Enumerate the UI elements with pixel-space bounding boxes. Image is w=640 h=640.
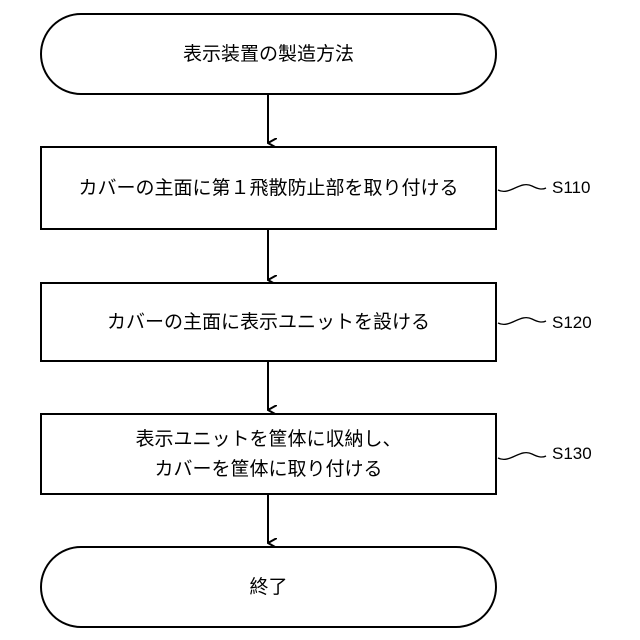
process-step-s110-label: カバーの主面に第１飛散防止部を取り付ける [78,173,458,203]
process-step-s130: 表示ユニットを筐体に収納し、 カバーを筐体に取り付ける [40,413,497,495]
leader-line-s130 [498,453,546,460]
process-step-s120: カバーの主面に表示ユニットを設ける [40,282,497,362]
step-id-s110: S110 [552,178,590,198]
leader-line-s110 [498,185,546,192]
step-id-s120: S120 [552,313,592,333]
end-terminal: 終了 [40,546,497,628]
step-id-s130: S130 [552,444,592,464]
process-step-s130-label: 表示ユニットを筐体に収納し、 カバーを筐体に取り付ける [135,424,401,484]
start-terminal-label: 表示装置の製造方法 [183,39,354,69]
process-step-s120-label: カバーの主面に表示ユニットを設ける [107,307,430,337]
start-terminal: 表示装置の製造方法 [40,13,497,95]
leader-line-s120 [498,318,546,325]
process-step-s110: カバーの主面に第１飛散防止部を取り付ける [40,146,497,230]
end-terminal-label: 終了 [249,572,287,602]
